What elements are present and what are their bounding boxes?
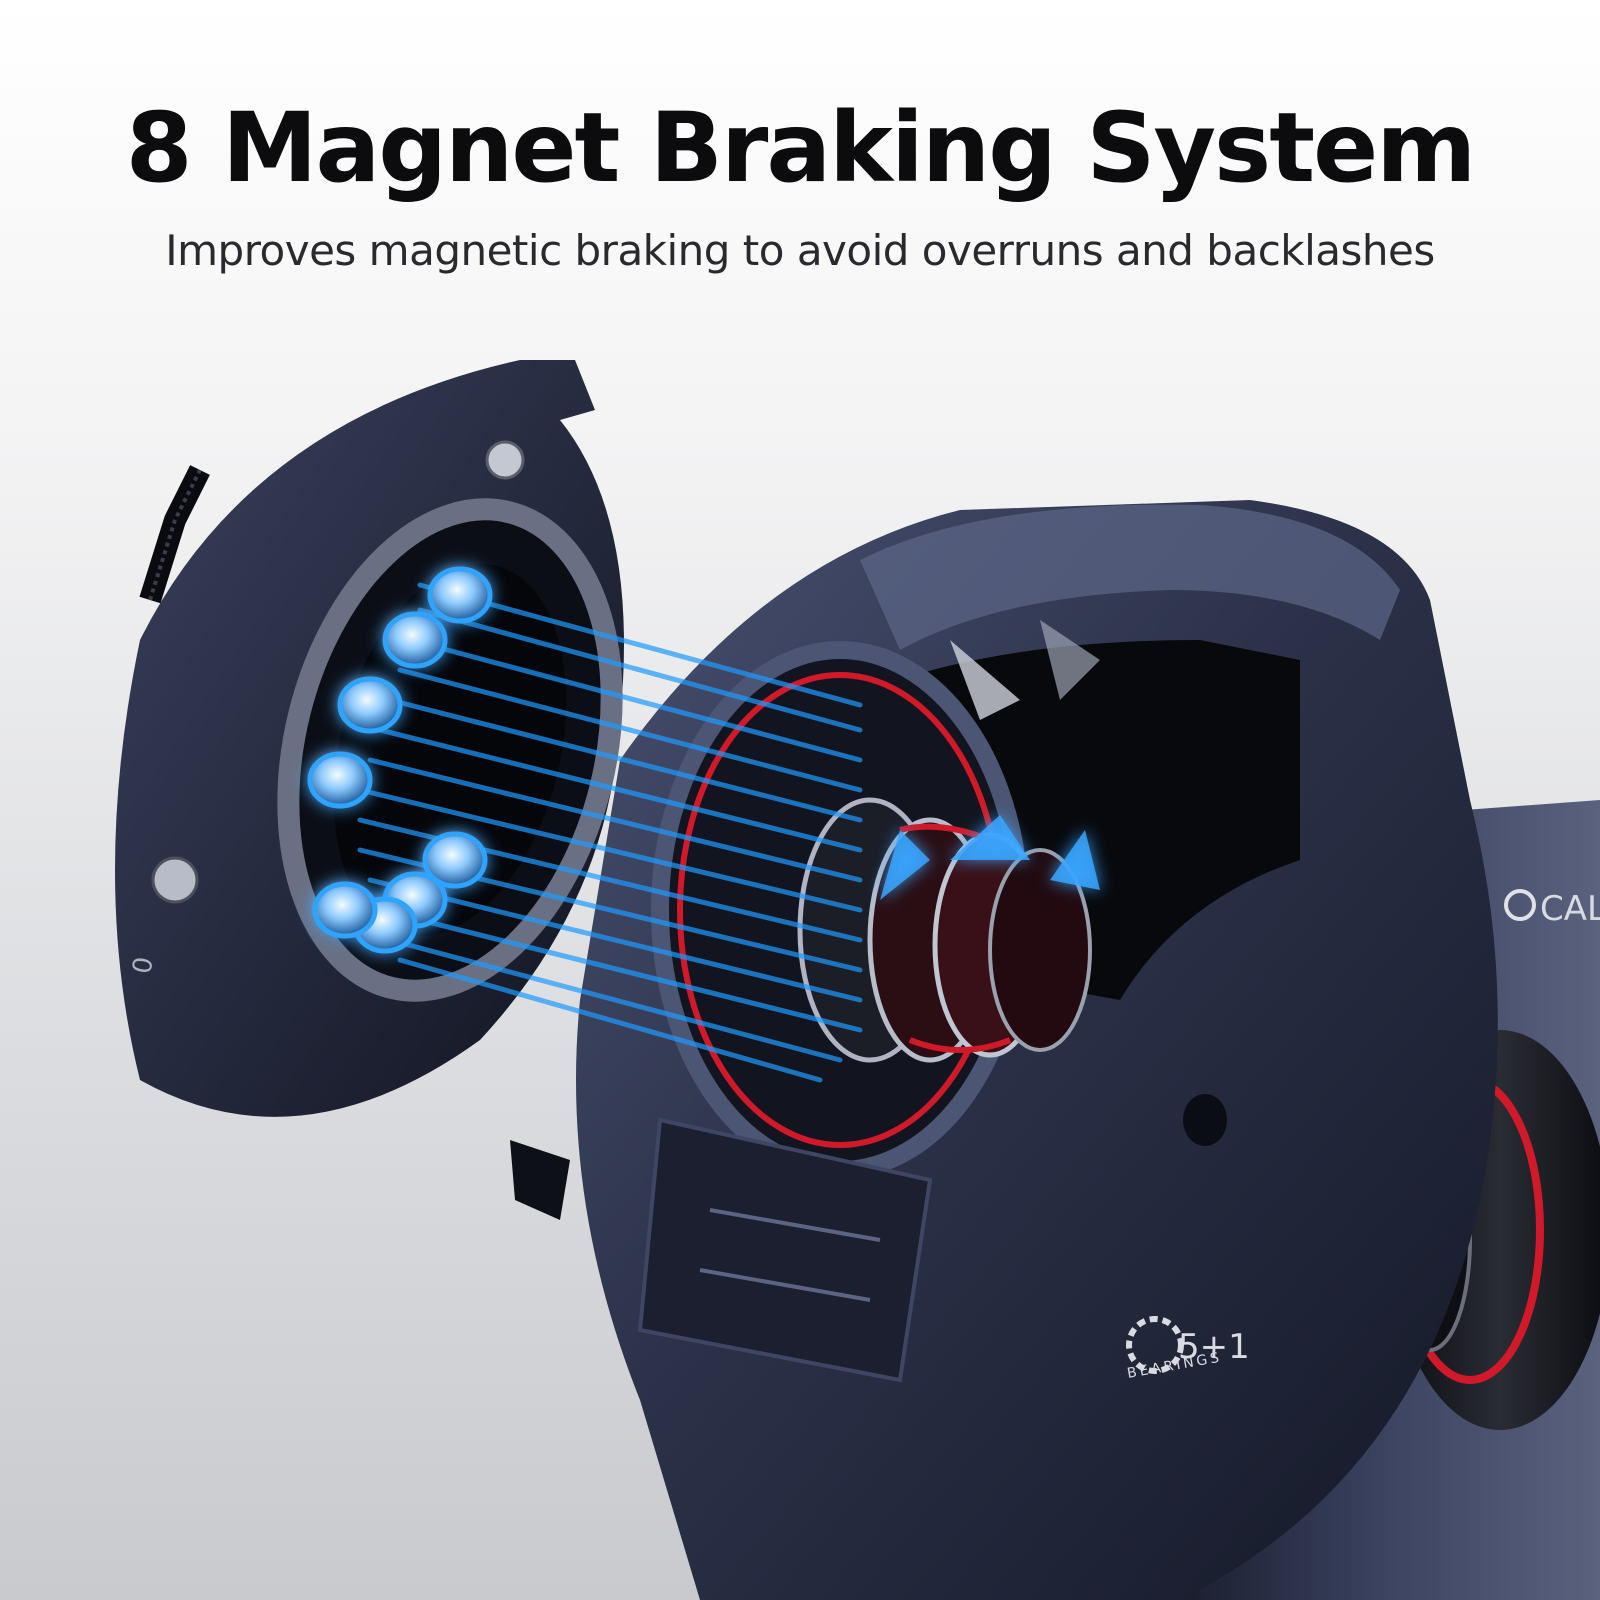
magnet-array: [307, 566, 493, 954]
magnet: [422, 831, 488, 889]
magnet: [337, 676, 403, 734]
svg-text:0: 0: [127, 955, 159, 977]
page-subtitle: Improves magnetic braking to avoid overr…: [165, 226, 1435, 275]
reel-body: 5+1 BEARINGS CAL: [510, 500, 1600, 1600]
page-title: 8 Magnet Braking System: [125, 92, 1476, 204]
magnet: [312, 881, 378, 939]
brand-logo: CAL: [1504, 889, 1600, 929]
magnetic-field-lines: [357, 582, 863, 1083]
side-plate: 0: [115, 360, 624, 1117]
magnet: [307, 751, 373, 809]
magnet: [427, 566, 493, 624]
braking-arrows: [880, 815, 1100, 900]
brand-mark: CAL: [1540, 889, 1600, 929]
magnet: [382, 611, 448, 669]
bearings-count: 5+1: [1178, 1327, 1250, 1367]
